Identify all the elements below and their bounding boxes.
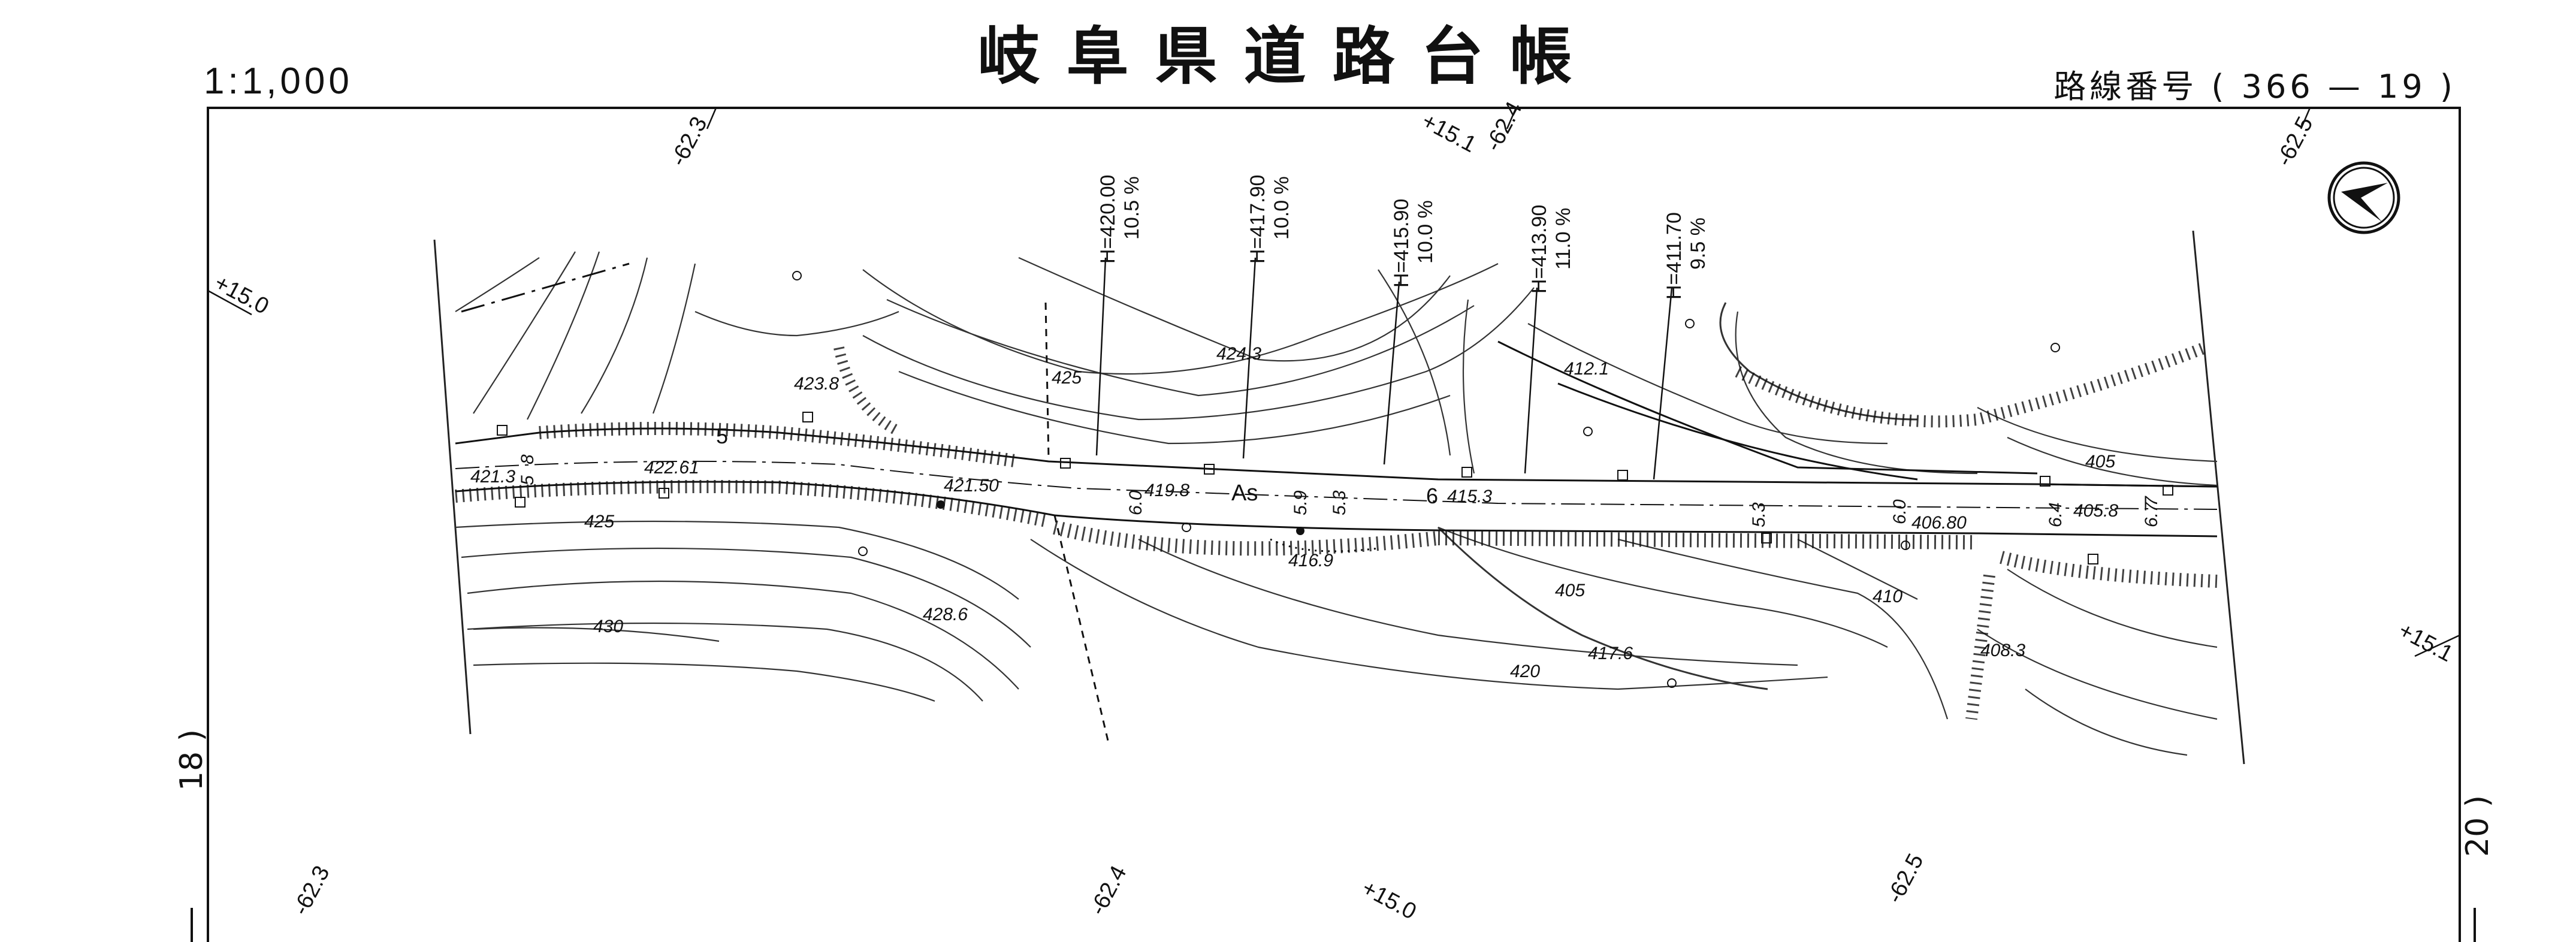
slope-hachures	[455, 342, 2218, 720]
control-point	[937, 500, 945, 509]
road-labels: 5 6 As 8 5 6.0 5.9 5.3 5.3 6.0 6.4 6.7 7	[518, 424, 2161, 527]
road-label: 6.4	[2046, 502, 2065, 527]
grade-pct: 10.0 %	[1270, 176, 1293, 240]
dotted-line	[1270, 538, 1379, 552]
grade-pct: 10.5 %	[1121, 176, 1143, 240]
elevation-labels: 423.8 425 424.3 412.1 421.3 422.61 421.5…	[470, 344, 2118, 681]
grid-tick: -62.3	[666, 113, 712, 170]
road-label: 6.0	[1126, 490, 1146, 515]
road-label: 5.3	[1330, 490, 1349, 515]
elevation-label: 425	[1052, 368, 1082, 388]
route-value: ( 366 — 19 )	[2211, 68, 2456, 105]
sheet-ref-right-label: 20 )	[2460, 795, 2496, 857]
grid-tick-marks	[207, 107, 2460, 657]
grade-label: H=417.90	[1246, 175, 1269, 264]
elevation-label: 423.8	[794, 374, 839, 394]
elevation-label: 421.3	[470, 467, 515, 487]
elevation-label: 415.3	[1447, 487, 1492, 506]
map-scale: 1:1,000	[204, 61, 353, 102]
grid-tick: -62.5	[2272, 113, 2318, 170]
elevation-label: 417.6	[1588, 644, 1633, 663]
contours-north	[455, 251, 2218, 487]
contours-south	[455, 520, 2218, 756]
survey-markers	[497, 271, 2173, 688]
north-arrow-icon	[2327, 161, 2400, 234]
road-label: As	[1231, 481, 1258, 506]
road-label: 5.3	[1749, 502, 1769, 527]
elevation-label: 422.61	[644, 458, 699, 478]
elevation-label: 408.3	[1980, 641, 2025, 660]
map-frame	[207, 107, 2461, 942]
grid-tick: -62.4	[1085, 862, 1132, 919]
elevation-label: 419.8	[1144, 481, 1189, 500]
boundary-line	[461, 262, 630, 313]
grade-label: H=413.90	[1528, 205, 1551, 294]
grade-pct: 9.5 %	[1687, 218, 1710, 270]
elevation-label: 412.1	[1564, 359, 1609, 379]
sheet-ref-left-label: 18 )	[174, 729, 210, 791]
survey-boundary-left	[433, 239, 472, 735]
road-label: 5	[716, 424, 728, 448]
grade-leaders	[1095, 257, 1673, 480]
grid-tick: +15.1	[2394, 618, 2457, 667]
elevation-label: 406.80	[1911, 513, 1967, 533]
grid-tick: -62.5	[1882, 850, 1929, 907]
grade-labels: H=420.00 10.5 % H=417.90 10.0 % H=415.90…	[1097, 175, 1710, 300]
road-label: 6.0	[1890, 499, 1910, 524]
elevation-label: 428.6	[923, 605, 968, 624]
elevation-label: 410	[1873, 587, 1902, 606]
grade-label: H=415.90	[1390, 199, 1413, 288]
elevation-label: 421.50	[944, 476, 999, 496]
road-label: 8	[518, 454, 537, 464]
control-point	[1296, 527, 1304, 535]
elevation-label: 416.9	[1288, 551, 1333, 570]
road-label: 5.9	[1291, 490, 1310, 515]
road-label: 6	[1426, 484, 1438, 508]
grid-tick: +15.0	[1358, 875, 1421, 925]
grid-tick: +15.0	[210, 270, 273, 319]
elevation-label: 425	[584, 512, 614, 532]
route-number: 路線番号 ( 366 — 19 )	[2053, 60, 2456, 107]
grade-pct: 10.0 %	[1414, 200, 1437, 264]
map-title: 岐阜県道路台帳	[977, 20, 1599, 93]
elevation-label: 424.3	[1216, 344, 1261, 364]
grade-pct: 11.0 %	[1552, 208, 1575, 270]
elevation-label: 430	[593, 617, 623, 636]
grid-tick: -62.3	[288, 862, 335, 919]
elevation-label: 405.8	[2073, 501, 2118, 521]
elevation-label: 420	[1510, 662, 1540, 681]
elevation-label: 405	[2085, 452, 2115, 472]
grid-tick: +15.1	[1418, 108, 1481, 158]
road-label: 7	[2142, 496, 2161, 506]
survey-boundary-right	[2192, 230, 2245, 765]
elevation-label: 405	[1555, 581, 1585, 600]
route-label: 路線番号	[2053, 68, 2198, 105]
road-label: 5	[518, 475, 537, 485]
road-label: 6.7	[2142, 502, 2161, 527]
grid-tick: -62.4	[1481, 98, 1527, 155]
grade-label: H=420.00	[1097, 175, 1119, 264]
grade-label: H=411.70	[1663, 212, 1686, 300]
